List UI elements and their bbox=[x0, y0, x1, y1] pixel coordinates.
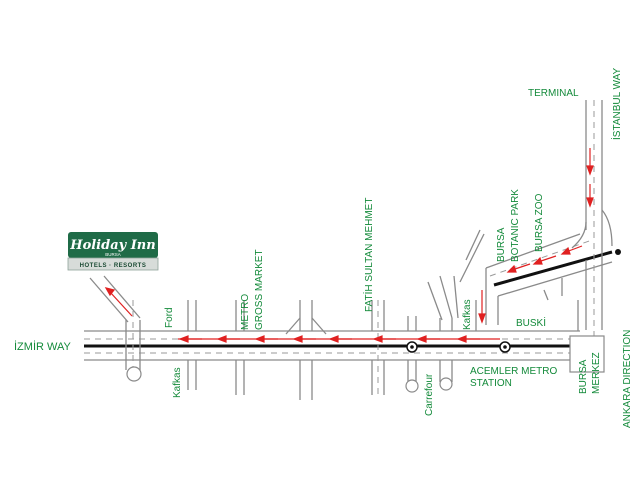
arrow bbox=[456, 335, 480, 343]
main-highway bbox=[84, 330, 580, 361]
hotel-city: BURSA bbox=[105, 252, 121, 257]
arrow bbox=[292, 335, 316, 343]
arrow bbox=[586, 184, 594, 208]
arrow bbox=[478, 290, 486, 324]
metro-stations bbox=[406, 341, 511, 353]
map-labels: İZMİR WAY TERMINAL İSTANBUL WAY ANKARA D… bbox=[14, 67, 633, 428]
hotel-tagline: HOTELS · RESORTS bbox=[80, 263, 147, 269]
buski-label: BUSKİ bbox=[516, 316, 546, 329]
acemler-label-2: STATION bbox=[470, 378, 512, 389]
acemler-label-1: ACEMLER METRO bbox=[470, 366, 557, 377]
ford-label: Ford bbox=[164, 307, 175, 328]
route-arrows bbox=[104, 148, 594, 343]
arrow bbox=[254, 335, 278, 343]
arrow bbox=[178, 335, 202, 343]
hotel-logo: Holiday Inn BURSA HOTELS · RESORTS bbox=[67, 232, 159, 271]
kafkas-right-label: Kafkas bbox=[462, 299, 473, 330]
arrow bbox=[216, 335, 240, 343]
cross-streets bbox=[89, 229, 579, 400]
carrefour-label: Carrefour bbox=[424, 373, 435, 416]
arrow bbox=[104, 287, 133, 317]
hotel-brand: Holiday Inn bbox=[69, 238, 155, 253]
terminal-label: TERMINAL bbox=[528, 88, 579, 99]
arrow bbox=[560, 245, 583, 255]
metro-gross-label-1: METRO bbox=[240, 294, 251, 330]
izmir-way-label: İZMİR WAY bbox=[14, 340, 71, 353]
arrow bbox=[416, 335, 440, 343]
botanic-label-2: BOTANIC PARK bbox=[510, 189, 521, 262]
metro-gross-label-2: GROSS MARKET bbox=[254, 249, 265, 330]
kafkas-left-label: Kafkas bbox=[172, 367, 183, 398]
arrow bbox=[372, 335, 396, 343]
arrow bbox=[328, 335, 352, 343]
istanbul-way-label: İSTANBUL WAY bbox=[610, 67, 623, 140]
fatih-sultan-label: FATİH SULTAN MEHMET bbox=[362, 198, 375, 312]
bursa-merkez-label-2: MERKEZ bbox=[591, 352, 602, 394]
arrow bbox=[532, 255, 557, 265]
arrow bbox=[586, 148, 594, 176]
ankara-direction-label: ANKARA DIRECTION bbox=[622, 330, 633, 428]
bursa-merkez-box bbox=[569, 335, 605, 373]
botanic-label-1: BURSA bbox=[496, 227, 507, 262]
bursa-merkez-label-1: BURSA bbox=[578, 359, 589, 394]
istanbul-road bbox=[571, 100, 621, 340]
arrow bbox=[506, 263, 531, 273]
bursa-zoo-label: BURSA ZOO bbox=[534, 193, 545, 252]
